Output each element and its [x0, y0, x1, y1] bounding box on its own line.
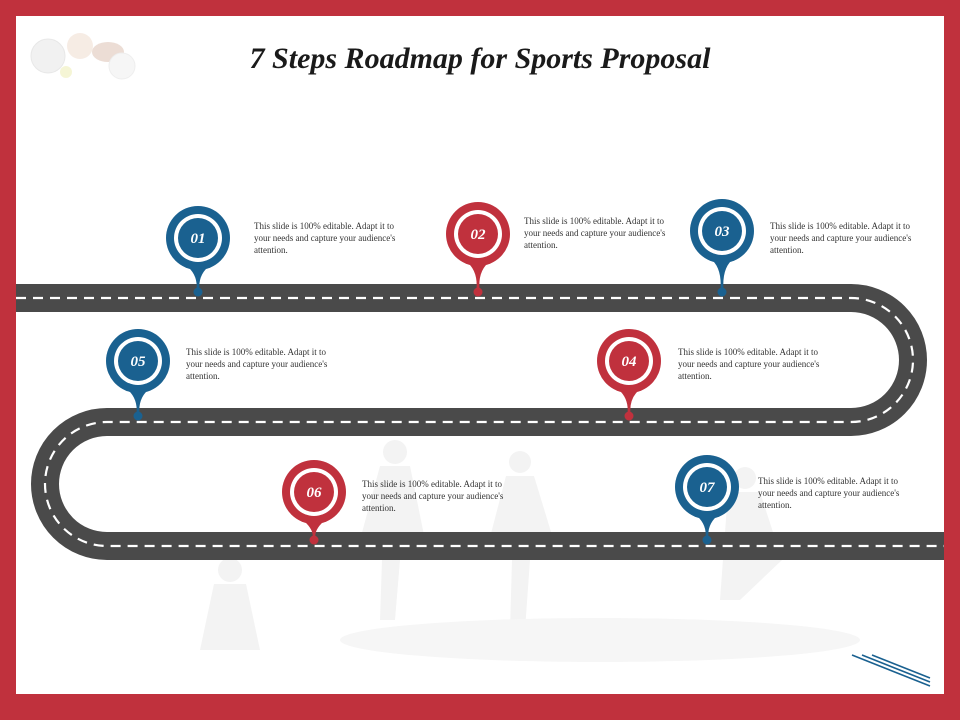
- slide-canvas: [16, 16, 944, 694]
- step-02-number: 02: [471, 227, 487, 243]
- step-03-pin-icon: 03: [690, 199, 754, 297]
- step-02-pin-icon: 02: [446, 202, 510, 297]
- step-02-description: This slide is 100% editable. Adapt it to…: [524, 216, 666, 250]
- step-05-number: 05: [131, 354, 147, 370]
- step-04-number: 04: [622, 354, 638, 370]
- step-04-description: This slide is 100% editable. Adapt it to…: [678, 347, 820, 381]
- sports-balls-icon: [30, 33, 136, 80]
- step-05-description: This slide is 100% editable. Adapt it to…: [186, 347, 328, 381]
- step-markers: 01 02 03 04 05 06 07: [106, 199, 754, 545]
- step-01-description: This slide is 100% editable. Adapt it to…: [254, 221, 396, 255]
- page-title: 7 Steps Roadmap for Sports Proposal: [249, 42, 711, 75]
- step-01-number: 01: [191, 231, 206, 247]
- step-06-number: 06: [307, 485, 323, 501]
- step-06-description: This slide is 100% editable. Adapt it to…: [362, 479, 504, 513]
- step-04-pin-icon: 04: [597, 329, 661, 421]
- step-06-pin-icon: 06: [282, 460, 346, 545]
- step-07-pin-icon: 07: [675, 455, 739, 545]
- step-07-number: 07: [700, 480, 716, 496]
- decorative-lines-icon: [851, 654, 931, 687]
- road: [16, 284, 944, 560]
- road-centerline: [16, 296, 944, 548]
- step-01-pin-icon: 01: [166, 206, 230, 297]
- step-03-number: 03: [715, 224, 731, 240]
- step-05-pin-icon: 05: [106, 329, 170, 421]
- step-03-description: This slide is 100% editable. Adapt it to…: [770, 221, 912, 255]
- step-07-description: This slide is 100% editable. Adapt it to…: [758, 476, 900, 510]
